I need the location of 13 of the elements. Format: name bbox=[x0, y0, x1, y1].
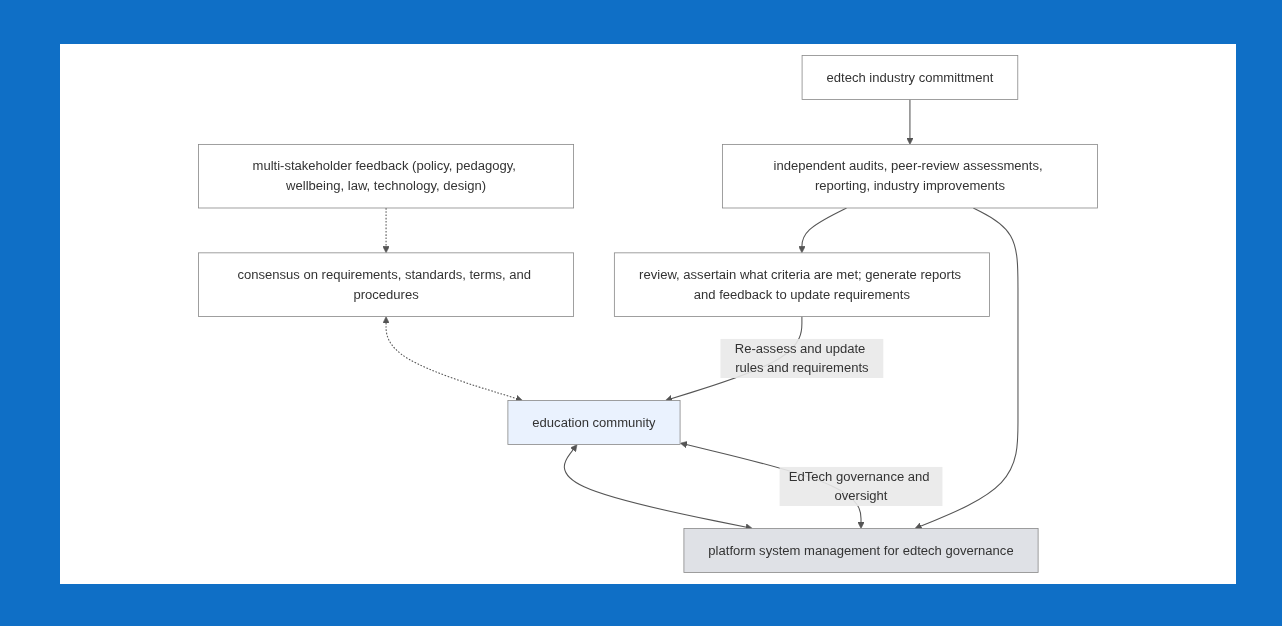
arrow bbox=[906, 99, 914, 145]
node-box bbox=[198, 252, 574, 317]
diagram-panel: Re-assess and update rules and requirements EdTech governance and oversight multi-stakeholder feedback (policy, pedagogy, wellbeing, law, technology, design) edtech industry committment consensus on requirements, standards, terms, and procedures independent audits, peer-review assessments, reporting, industry improvements review, assertain what criteria are met; generate reports and feedback to update requirements education community platform system management for edtech governance bbox=[60, 44, 1236, 584]
node-box bbox=[507, 400, 681, 445]
edge-label: Re-assess and update rules and requirements bbox=[734, 341, 869, 375]
node-box bbox=[613, 252, 990, 317]
arrow bbox=[914, 207, 1019, 530]
node-box bbox=[198, 144, 574, 209]
node-box bbox=[801, 55, 1019, 100]
arrow bbox=[382, 316, 523, 402]
node-box bbox=[683, 528, 1039, 573]
edge-label: EdTech governance and oversight bbox=[788, 469, 930, 503]
node-box bbox=[722, 144, 1098, 209]
